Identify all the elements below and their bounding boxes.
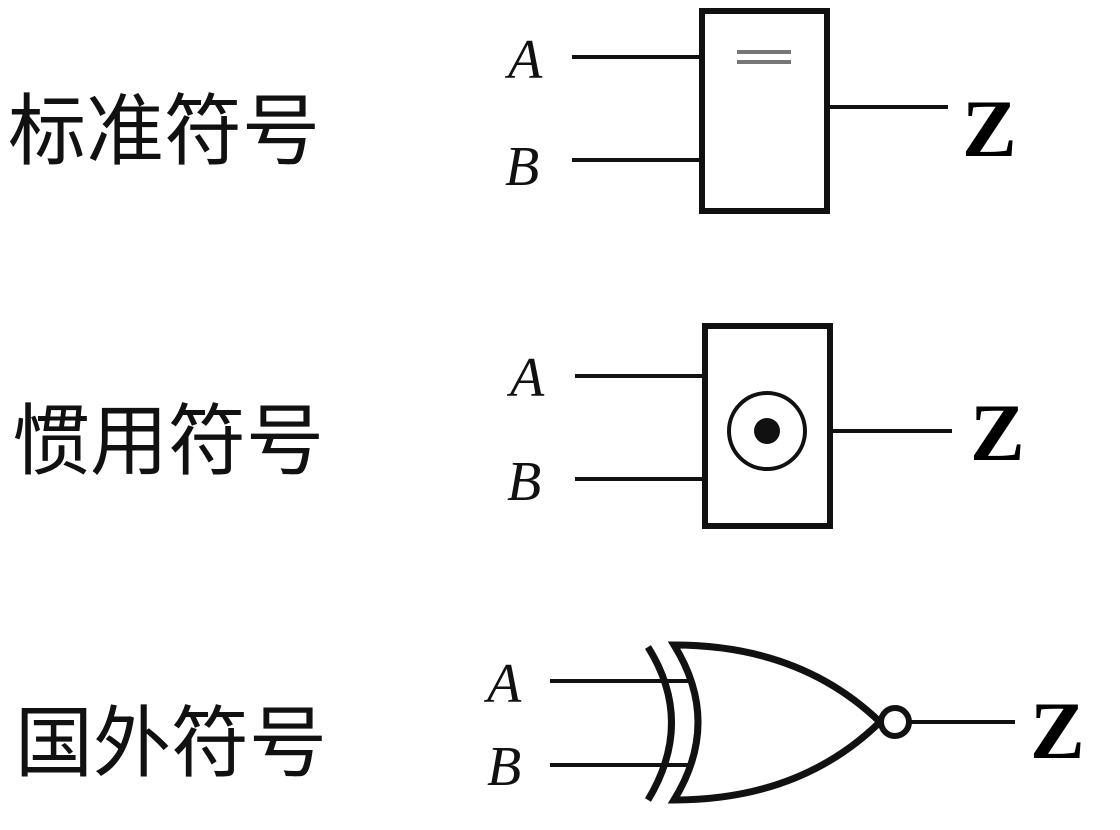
row-label: 标准符号 — [8, 87, 320, 177]
input-b-label: B — [507, 451, 541, 513]
xor-gate-body — [667, 641, 886, 804]
xnor-dot-icon — [754, 418, 780, 444]
input-a-label: A — [504, 29, 543, 91]
foreign-symbol-row: 国外符号 A B Z — [15, 641, 1085, 804]
conventional-symbol-row: 惯用符号 A B Z — [12, 323, 1025, 529]
output-label: Z — [970, 387, 1025, 478]
input-a-label: A — [506, 347, 545, 409]
gate-box — [699, 8, 830, 214]
output-label: Z — [1030, 685, 1085, 776]
row-label: 惯用符号 — [12, 397, 324, 487]
standard-symbol-row: 标准符号 A B Z — [8, 8, 1017, 214]
inversion-bubble-icon — [878, 705, 912, 739]
input-b-label: B — [505, 136, 539, 198]
input-a-label: A — [483, 653, 522, 715]
xnor-circle-icon — [727, 391, 807, 471]
output-label: Z — [962, 83, 1017, 174]
row-label: 国外符号 — [15, 699, 327, 789]
xor-extra-arc — [645, 645, 675, 802]
input-b-label: B — [487, 736, 521, 798]
